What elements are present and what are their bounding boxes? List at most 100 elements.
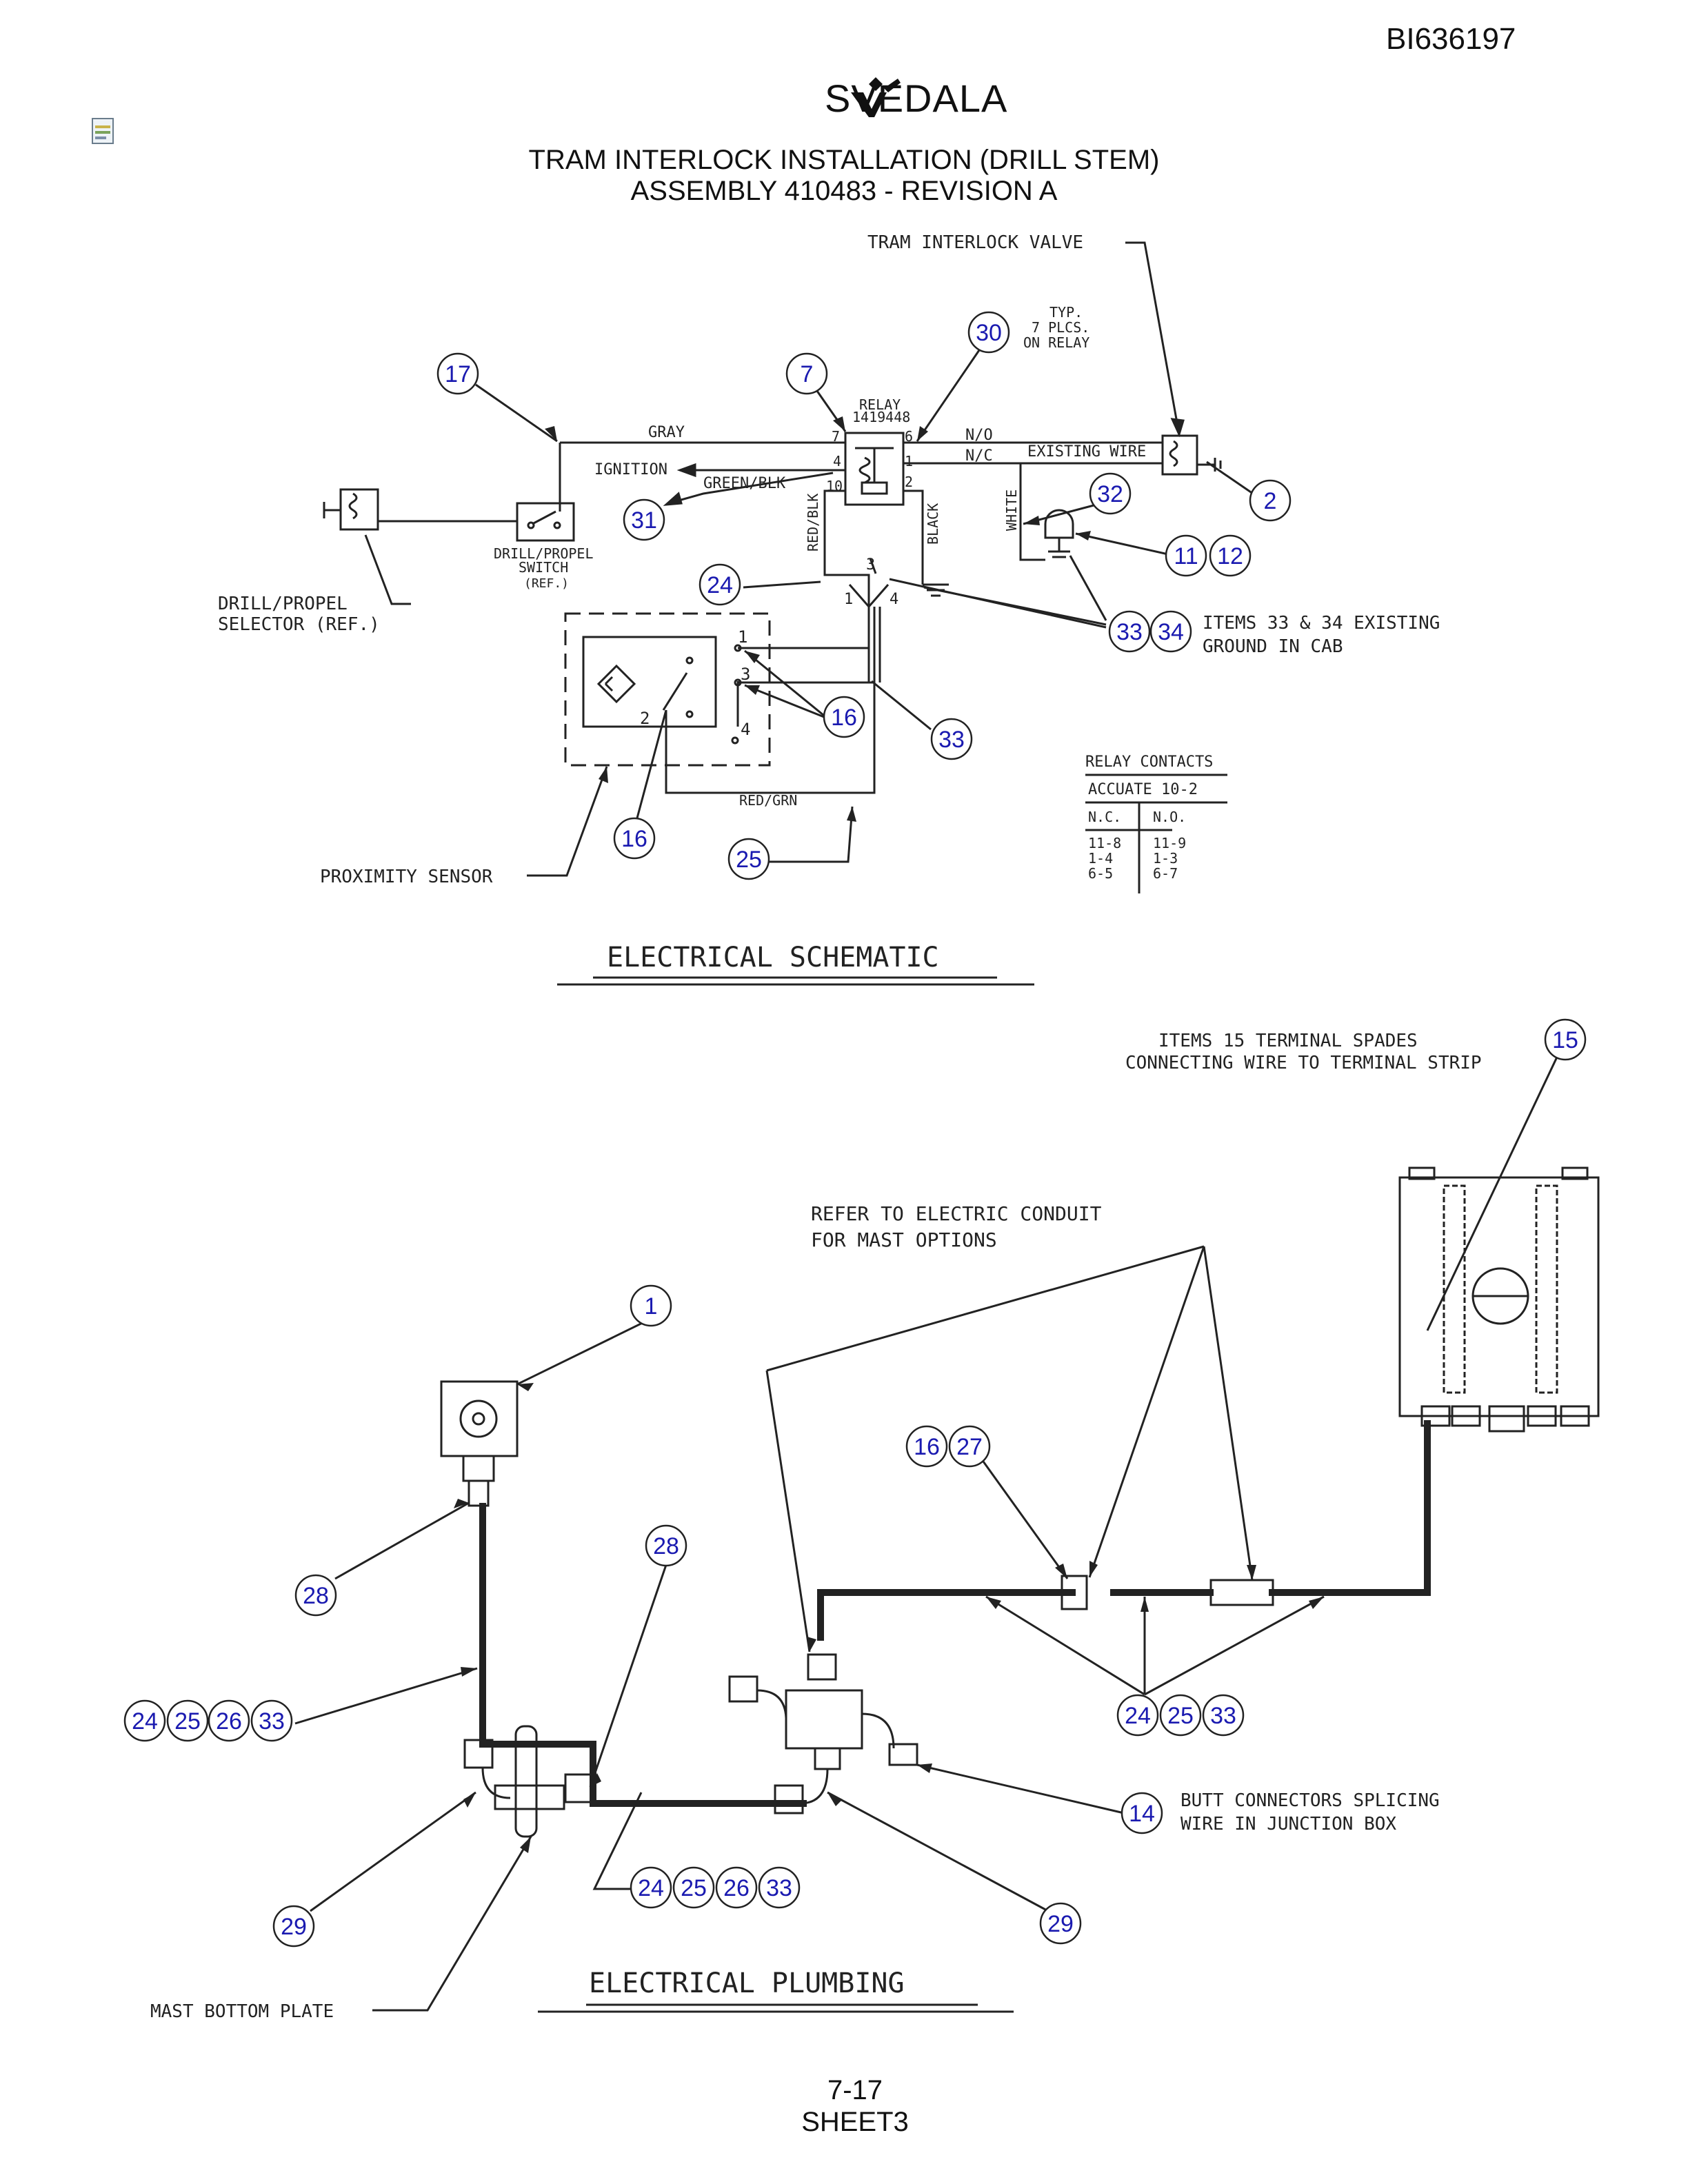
label-items-15-2: CONNECTING WIRE TO TERMINAL STRIP xyxy=(1125,1053,1482,1073)
item-callout-bubble: 25 xyxy=(727,838,770,880)
section-title-plumbing: ELECTRICAL PLUMBING xyxy=(589,1968,905,1999)
relay-table-header: RELAY CONTACTS xyxy=(1085,754,1213,771)
callout-circle xyxy=(1159,1694,1202,1737)
relay-table-no-row: 1-3 xyxy=(1153,850,1178,867)
item-callout-bubble: 28 xyxy=(294,1574,337,1617)
callout-circle xyxy=(672,1866,715,1909)
callout-circle xyxy=(645,1524,687,1567)
callout-number: 34 xyxy=(1158,619,1184,645)
section-title-schematic: ELECTRICAL SCHEMATIC xyxy=(607,942,939,973)
callout-number: 11 xyxy=(1174,543,1198,569)
callout-circle xyxy=(1165,534,1207,577)
sensor-pin-4: 4 xyxy=(741,720,750,739)
callout-circle xyxy=(727,838,770,880)
callout-circle xyxy=(250,1699,293,1742)
item-callout-bubble: 31 xyxy=(623,498,665,541)
label-gray: GRAY xyxy=(648,424,685,441)
callout-circle xyxy=(1149,610,1192,653)
label-conduit-2: FOR MAST OPTIONS xyxy=(811,1228,997,1251)
item-callout-bubble: 15 xyxy=(1544,1018,1587,1061)
item-callout-bubble: 25 xyxy=(1159,1694,1202,1737)
callout-number: 26 xyxy=(216,1708,242,1735)
item-callout-bubble: 33 xyxy=(930,718,973,760)
item-callout-bubble: 28 xyxy=(645,1524,687,1567)
item-callout-bubble: 24 xyxy=(1116,1694,1159,1737)
item-callout-bubble: 32 xyxy=(1089,472,1132,515)
document-icon[interactable] xyxy=(90,116,117,146)
item-callout-bubble: 14 xyxy=(1121,1792,1163,1834)
callout-number: 24 xyxy=(1125,1703,1151,1729)
item-callout-bubble: 33 xyxy=(758,1866,801,1909)
label-switch-1: DRILL/PROPEL xyxy=(494,545,594,562)
sensor-pin-3: 3 xyxy=(741,665,750,684)
drill-propel-selector-symbol xyxy=(339,488,379,531)
callout-number: 25 xyxy=(174,1708,201,1735)
callout-number: 24 xyxy=(707,572,733,598)
item-callout-bubble: 24 xyxy=(699,563,741,606)
callout-circle xyxy=(623,498,665,541)
callout-number: 33 xyxy=(1210,1703,1236,1729)
item-callout-bubble: 17 xyxy=(436,352,479,395)
callout-number: 12 xyxy=(1217,543,1243,569)
item-callout-bubble: 26 xyxy=(208,1699,250,1742)
relay-pin-2: 2 xyxy=(905,474,913,490)
callout-circle xyxy=(166,1699,209,1742)
label-switch-2: SWITCH xyxy=(519,559,568,576)
item-callout-bubble: 2 xyxy=(1249,479,1292,522)
callout-number: 26 xyxy=(723,1875,750,1901)
label-relay-part: 1419448 xyxy=(852,409,910,425)
proximity-sensor-body xyxy=(582,636,717,728)
brand-name: SVEDALA xyxy=(825,77,1008,120)
callout-circle xyxy=(905,1425,948,1468)
callout-circle xyxy=(436,352,479,395)
callout-circle xyxy=(123,1699,166,1742)
callout-circle xyxy=(823,696,865,738)
label-conduit-1: REFER TO ELECTRIC CONDUIT xyxy=(811,1202,1102,1225)
item-callout-bubble: 27 xyxy=(948,1425,991,1468)
label-white: WHITE xyxy=(1003,489,1020,531)
drill-propel-switch-symbol xyxy=(516,502,575,542)
sensor-pin-1: 1 xyxy=(738,627,747,647)
label-selector-2: SELECTOR (REF.) xyxy=(218,614,380,635)
callout-number: 16 xyxy=(914,1434,940,1460)
label-tram-interlock-valve: TRAM INTERLOCK VALVE xyxy=(867,232,1083,253)
item-callout-bubble: 1 xyxy=(630,1284,672,1327)
page-number: 7-17 xyxy=(827,2075,883,2105)
callout-circle xyxy=(1039,1902,1082,1945)
callout-number: 32 xyxy=(1097,481,1123,507)
label-ignition: IGNITION xyxy=(594,461,667,478)
item-callout-bubble: 34 xyxy=(1149,610,1192,653)
label-items-33-34-2: GROUND IN CAB xyxy=(1203,636,1343,657)
label-items-15-1: ITEMS 15 TERMINAL SPADES xyxy=(1158,1031,1418,1051)
callout-number: 25 xyxy=(681,1875,707,1901)
relay-table-nc-row: 6-5 xyxy=(1088,865,1113,882)
callout-circle xyxy=(613,817,656,860)
callout-circle xyxy=(1249,479,1292,522)
sensor-pin-2: 2 xyxy=(640,709,650,728)
callout-number: 31 xyxy=(631,507,657,534)
item-callout-bubble: 33 xyxy=(250,1699,293,1742)
callout-circle xyxy=(699,563,741,606)
proximity-sensor-item-1 xyxy=(440,1380,519,1457)
callout-circle xyxy=(1089,472,1132,515)
label-black: BLACK xyxy=(925,503,941,545)
relay-table-no-row: 11-9 xyxy=(1153,835,1186,851)
relay-table-nc-row: 11-8 xyxy=(1088,835,1121,851)
callout-number: 17 xyxy=(445,361,471,387)
label-existing-wire: EXISTING WIRE xyxy=(1027,443,1146,461)
item-callout-bubble: 29 xyxy=(1039,1902,1082,1945)
callout-number: 7 xyxy=(801,361,814,387)
label-relay: RELAY xyxy=(859,396,901,413)
callout-circle xyxy=(630,1866,672,1909)
terminal-4: 4 xyxy=(890,591,898,608)
callout-circle xyxy=(272,1905,315,1948)
label-selector-1: DRILL/PROPEL xyxy=(218,594,348,614)
label-butt-1: BUTT CONNECTORS SPLICING xyxy=(1180,1790,1440,1811)
relay-table-nc: N.C. xyxy=(1088,809,1121,825)
callout-circle xyxy=(1108,610,1151,653)
callout-circle xyxy=(785,352,828,395)
callout-number: 15 xyxy=(1552,1027,1578,1053)
relay-table-nc-row: 1-4 xyxy=(1088,850,1113,867)
relay-table-sub: ACCUATE 10-2 xyxy=(1088,781,1198,798)
callout-number: 28 xyxy=(303,1583,329,1609)
